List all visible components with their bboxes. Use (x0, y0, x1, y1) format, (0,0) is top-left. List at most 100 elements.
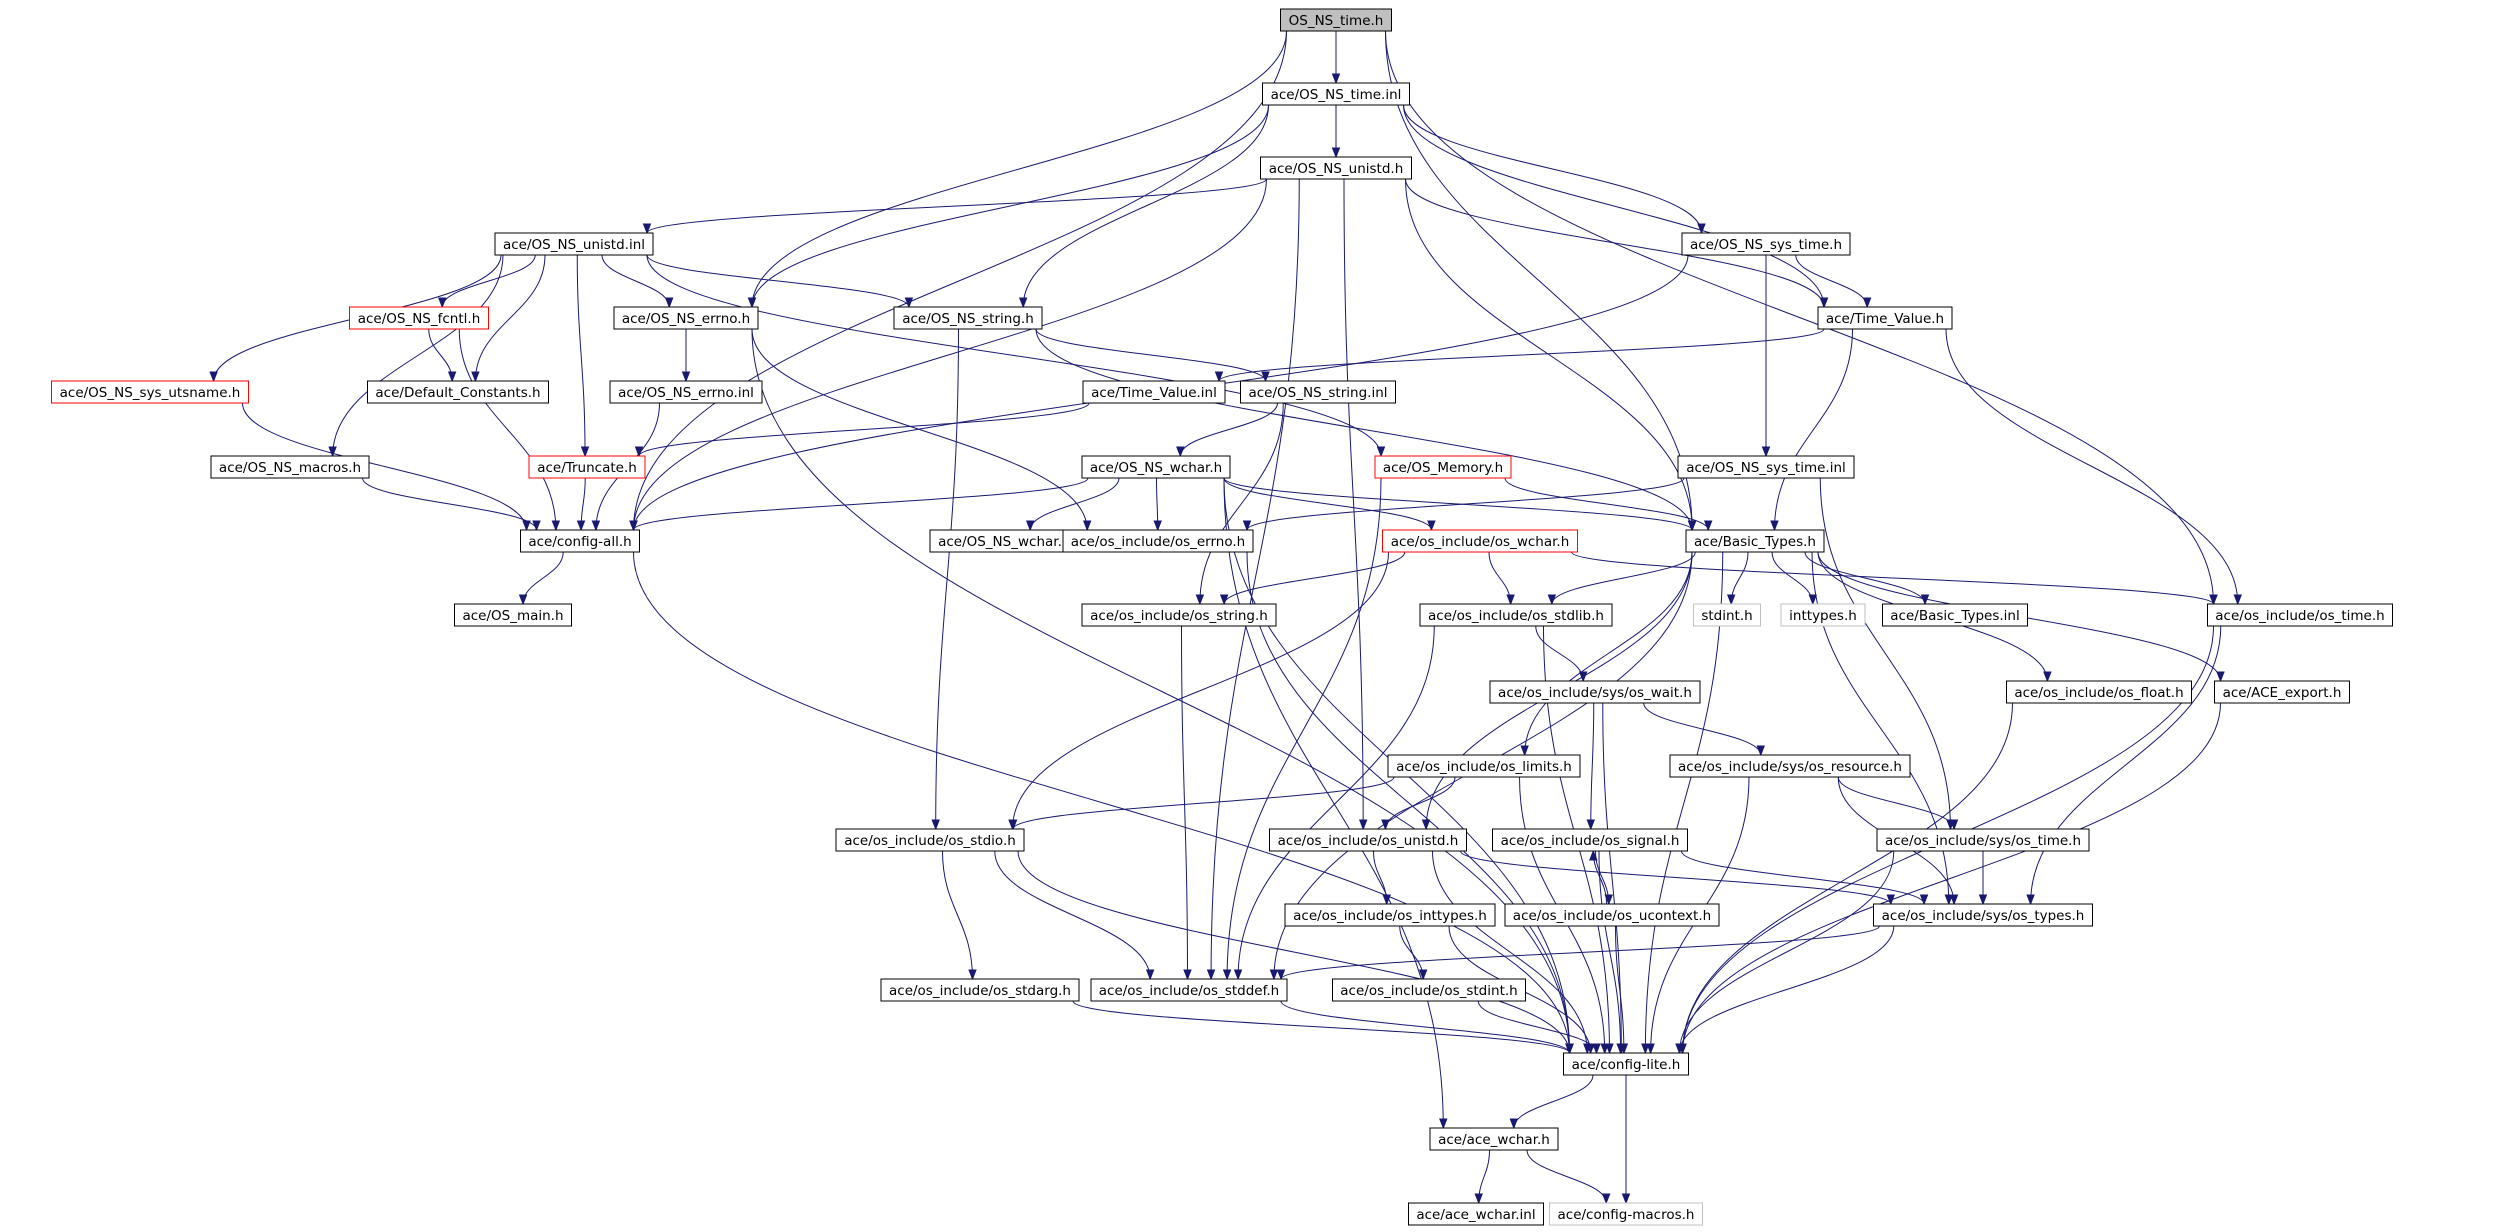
node-label: ace/os_include/os_limits.h (1396, 759, 1572, 775)
edge-arrowhead-90 (1646, 1043, 1655, 1055)
node-os-ns-fcntl-h[interactable]: ace/OS_NS_fcntl.h (349, 306, 489, 330)
node-os-ns-unistd-inl[interactable]: ace/OS_NS_unistd.inl (494, 232, 654, 256)
edge-arrowhead-71 (1944, 894, 1954, 906)
edge-33 (1035, 328, 1693, 531)
node-os-signal-h[interactable]: ace/os_include/os_signal.h (1492, 828, 1688, 852)
node-inttypes-h[interactable]: inttypes.h (1780, 603, 1866, 627)
node-label: ace/config-lite.h (1572, 1057, 1681, 1073)
edge-arrowhead-44 (576, 520, 586, 532)
node-time-value-h[interactable]: ace/Time_Value.h (1817, 306, 1953, 330)
node-basic-types-inl[interactable]: ace/Basic_Types.inl (1882, 603, 2028, 627)
node-config-macros-h[interactable]: ace/config-macros.h (1549, 1202, 1703, 1226)
edge-arrowhead-49 (1687, 520, 1697, 532)
node-os-ns-time-inl[interactable]: ace/OS_NS_time.inl (1262, 82, 1410, 106)
edge-84 (1682, 702, 2221, 1054)
node-os-ns-wchar-inl[interactable]: ace/OS_NS_wchar.inl (929, 529, 1087, 553)
node-sys-os-types-h[interactable]: ace/os_include/sys/os_types.h (1873, 903, 2093, 927)
node-box (1882, 603, 2028, 627)
node-os-string-h[interactable]: ace/os_include/os_string.h (1081, 603, 1277, 627)
node-os-ns-sys-utsname-h[interactable]: ace/OS_NS_sys_utsname.h (51, 380, 249, 404)
node-os-ns-string-h[interactable]: ace/OS_NS_string.h (893, 306, 1043, 330)
edge-arrowhead-75 (1578, 671, 1588, 683)
edge-arrowhead-41 (1176, 446, 1185, 458)
node-sys-os-time-h[interactable]: ace/os_include/sys/os_time.h (1876, 828, 2090, 852)
node-os-stdio-h[interactable]: ace/os_include/os_stdio.h (835, 828, 1025, 852)
edge-80 (1643, 702, 1762, 756)
node-os-inttypes-h[interactable]: ace/os_include/os_inttypes.h (1284, 903, 1496, 927)
node-box (613, 306, 759, 330)
node-os-ns-macros-h[interactable]: ace/OS_NS_macros.h (210, 455, 370, 479)
node-box (1062, 529, 1254, 553)
node-box (1489, 680, 1701, 704)
node-os-stddef-h[interactable]: ace/os_include/os_stddef.h (1090, 978, 1288, 1002)
node-label: ace/os_include/os_inttypes.h (1293, 908, 1487, 924)
edge-arrowhead-92 (1145, 969, 1155, 981)
node-os-wchar-h[interactable]: ace/os_include/os_wchar.h (1382, 529, 1578, 553)
edge-arrowhead-78 (2026, 894, 2035, 906)
edge-arrowhead-20 (664, 297, 674, 309)
node-os-stdarg-h[interactable]: ace/os_include/os_stdarg.h (880, 978, 1080, 1002)
node-os-stdlib-h[interactable]: ace/os_include/os_stdlib.h (1419, 603, 1613, 627)
node-os-main-h[interactable]: ace/OS_main.h (454, 603, 572, 627)
node-os-ns-unistd-h[interactable]: ace/OS_NS_unistd.h (1260, 156, 1412, 180)
node-box (1549, 1202, 1703, 1226)
edge-arrowhead-59 (1219, 594, 1229, 606)
node-box (1090, 978, 1288, 1002)
edge-28 (458, 328, 557, 531)
node-box (1429, 1127, 1559, 1151)
node-os-ns-sys-time-inl[interactable]: ace/OS_NS_sys_time.inl (1677, 455, 1855, 479)
edge-arrowhead-52 (1703, 520, 1713, 532)
node-os-stdint-h[interactable]: ace/os_include/os_stdint.h (1332, 978, 1526, 1002)
edge-arrowhead-12 (1819, 297, 1829, 309)
edge-32 (1035, 328, 1266, 382)
node-os-float-h[interactable]: ace/os_include/os_float.h (2006, 680, 2192, 704)
edge-76 (1237, 625, 1435, 980)
node-config-all-h[interactable]: ace/config-all.h (520, 529, 640, 553)
edge-55 (1819, 477, 1951, 830)
edge-arrowhead-64 (1726, 594, 1736, 606)
node-label: ace/ace_wchar.inl (1416, 1207, 1535, 1223)
edge-arrowhead-10 (642, 223, 652, 235)
node-os-ns-time-h[interactable]: OS_NS_time.h (1280, 8, 1392, 32)
node-label: ace/os_include/os_float.h (2014, 685, 2183, 701)
node-default-constants-h[interactable]: ace/Default_Constants.h (367, 380, 549, 404)
edge-arrowhead-114 (1601, 1193, 1611, 1205)
node-os-time-h[interactable]: ace/os_include/os_time.h (2207, 603, 2393, 627)
node-time-value-inl[interactable]: ace/Time_Value.inl (1082, 380, 1226, 404)
edge-110 (1477, 1000, 1597, 1054)
node-label: inttypes.h (1789, 608, 1857, 624)
node-ace-wchar-h[interactable]: ace/ace_wchar.h (1429, 1127, 1559, 1151)
node-os-errno-h[interactable]: ace/os_include/os_errno.h (1062, 529, 1254, 553)
node-label: ace/Time_Value.h (1826, 311, 1944, 327)
node-config-lite-h[interactable]: ace/config-lite.h (1563, 1052, 1689, 1076)
node-os-ns-errno-h[interactable]: ace/OS_NS_errno.h (613, 306, 759, 330)
edge-78 (2030, 625, 2222, 905)
node-stdint-h[interactable]: stdint.h (1693, 603, 1761, 627)
edge-arrowhead-34 (931, 819, 940, 831)
node-os-memory-h[interactable]: ace/OS_Memory.h (1374, 455, 1512, 479)
node-ace-wchar-inl[interactable]: ace/ace_wchar.inl (1408, 1202, 1544, 1226)
node-os-ns-string-inl[interactable]: ace/OS_NS_string.inl (1240, 380, 1396, 404)
node-os-ucontext-h[interactable]: ace/os_include/os_ucontext.h (1504, 903, 1720, 927)
node-box (1876, 828, 2090, 852)
node-basic-types-h[interactable]: ace/Basic_Types.h (1685, 529, 1825, 553)
node-label: ace/os_include/os_string.h (1090, 608, 1268, 624)
node-label: ace/Basic_Types.h (1694, 534, 1816, 550)
edge-arrowhead-18 (438, 297, 447, 309)
node-truncate-h[interactable]: ace/Truncate.h (528, 455, 646, 479)
node-os-ns-sys-time-h[interactable]: ace/OS_NS_sys_time.h (1681, 232, 1851, 256)
edge-arrowhead-60 (1506, 594, 1515, 606)
node-label: ace/Default_Constants.h (375, 385, 540, 401)
node-ace-export-h[interactable]: ace/ACE_export.h (2214, 680, 2350, 704)
edge-59 (1223, 551, 1406, 605)
node-sys-os-resource-h[interactable]: ace/os_include/sys/os_resource.h (1669, 754, 1911, 778)
node-label: ace/os_include/os_time.h (2215, 608, 2384, 624)
edge-66 (1804, 551, 1926, 605)
edge-22 (576, 254, 586, 457)
node-os-limits-h[interactable]: ace/os_include/os_limits.h (1387, 754, 1581, 778)
node-os-ns-errno-inl[interactable]: ace/OS_NS_errno.inl (609, 380, 763, 404)
node-sys-os-wait-h[interactable]: ace/os_include/sys/os_wait.h (1489, 680, 1701, 704)
edge-73 (1644, 551, 1724, 1054)
node-os-ns-wchar-h[interactable]: ace/OS_NS_wchar.h (1081, 455, 1231, 479)
node-os-unistd-h[interactable]: ace/os_include/os_unistd.h (1269, 828, 1467, 852)
